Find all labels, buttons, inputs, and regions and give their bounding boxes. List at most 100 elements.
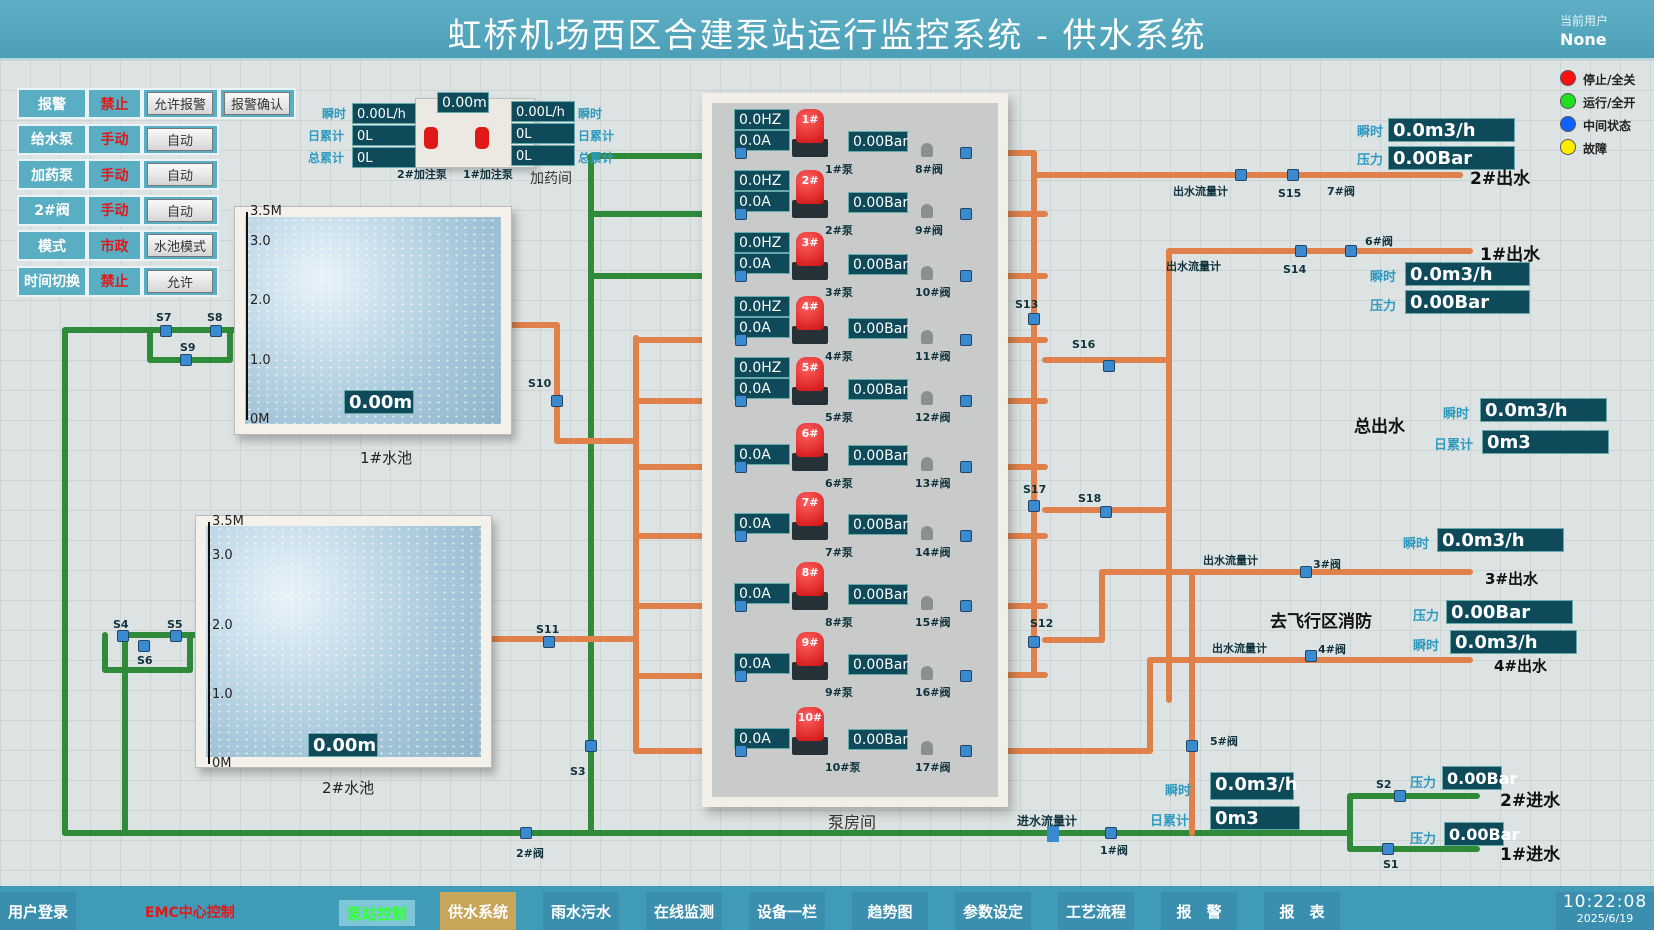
control-button[interactable]: 允许 xyxy=(147,269,213,293)
inlet-valve-icon[interactable] xyxy=(735,395,747,407)
valve-icon[interactable] xyxy=(585,740,597,752)
emc-center-control[interactable]: EMC中心控制 xyxy=(145,905,235,921)
nav-tab[interactable]: 趋势图 xyxy=(852,892,928,930)
valve-icon[interactable] xyxy=(117,630,129,642)
outlet-valve-icon[interactable] xyxy=(960,745,972,757)
outlet-valve-icon[interactable] xyxy=(960,208,972,220)
nav-tab[interactable]: 供水系统 xyxy=(440,892,516,930)
valve-icon[interactable] xyxy=(1394,790,1406,802)
check-valve-icon[interactable] xyxy=(921,143,933,157)
valve-icon[interactable] xyxy=(180,354,192,366)
nav-user-login[interactable]: 用户登录 xyxy=(0,892,76,930)
nav-tab[interactable]: 在线监测 xyxy=(646,892,722,930)
valve-icon[interactable] xyxy=(551,395,563,407)
nav-tab[interactable]: 雨水污水 xyxy=(543,892,619,930)
valve-icon[interactable] xyxy=(1028,636,1040,648)
pump-current: 0.0A xyxy=(734,653,790,674)
pump-8-icon[interactable]: 8# xyxy=(792,562,828,610)
pump-base xyxy=(792,326,828,344)
pool-scale-tick: 3.0 xyxy=(250,233,271,249)
valve-icon[interactable] xyxy=(1103,360,1115,372)
in2-press-value: 0.00Bar xyxy=(1442,766,1517,790)
check-valve-icon[interactable] xyxy=(921,526,933,540)
pump-current: 0.0A xyxy=(734,583,790,604)
pump-1-icon[interactable]: 1# xyxy=(792,109,828,157)
pump-label: 8#泵 xyxy=(825,616,853,629)
valve-icon[interactable] xyxy=(160,325,172,337)
pump-base xyxy=(792,139,828,157)
valve-icon[interactable] xyxy=(1295,245,1307,257)
pump-5-icon[interactable]: 5# xyxy=(792,357,828,405)
control-button[interactable]: 自动 xyxy=(147,127,213,151)
valve-icon[interactable] xyxy=(1287,169,1299,181)
control-button[interactable]: 自动 xyxy=(147,163,213,186)
control-button[interactable]: 报警确认 xyxy=(224,92,290,115)
valve-icon[interactable] xyxy=(1300,566,1312,578)
pump-base xyxy=(792,200,828,218)
check-valve-icon[interactable] xyxy=(921,391,933,405)
valve-icon[interactable] xyxy=(543,636,555,648)
inlet-valve-icon[interactable] xyxy=(735,600,747,612)
pump-2-icon[interactable]: 2# xyxy=(792,170,828,218)
nav-tab[interactable]: 参数设定 xyxy=(955,892,1031,930)
outlet-valve-icon[interactable] xyxy=(960,395,972,407)
valve-icon[interactable] xyxy=(1235,169,1247,181)
pump-10-icon[interactable]: 10# xyxy=(792,707,828,755)
nav-tab[interactable]: 报 警 xyxy=(1161,892,1237,930)
inlet-valve-icon[interactable] xyxy=(735,208,747,220)
valve-icon[interactable] xyxy=(1100,506,1112,518)
check-valve-icon[interactable] xyxy=(921,204,933,218)
outlet-valve-icon[interactable] xyxy=(960,147,972,159)
pump-4-icon[interactable]: 4# xyxy=(792,296,828,344)
valve-icon[interactable] xyxy=(1028,313,1040,325)
outlet-valve-icon[interactable] xyxy=(960,530,972,542)
inlet-valve-icon[interactable] xyxy=(735,745,747,757)
check-valve-icon[interactable] xyxy=(921,596,933,610)
control-state: 手动 xyxy=(87,123,142,155)
inlet-valve-icon[interactable] xyxy=(735,461,747,473)
nav-tab[interactable]: 设备一栏 xyxy=(749,892,825,930)
inlet-valve-icon[interactable] xyxy=(735,670,747,682)
dosing-pump-2-icon[interactable] xyxy=(424,127,438,149)
valve-icon[interactable] xyxy=(170,630,182,642)
control-button[interactable]: 水池模式 xyxy=(147,234,213,257)
control-button[interactable]: 允许报警 xyxy=(147,92,213,115)
check-valve-icon[interactable] xyxy=(921,741,933,755)
inlet-valve-icon[interactable] xyxy=(735,334,747,346)
valve-icon[interactable] xyxy=(1345,245,1357,257)
valve-icon[interactable] xyxy=(1105,827,1117,839)
nav-tab[interactable]: 工艺流程 xyxy=(1058,892,1134,930)
nav-tab[interactable]: 泵站控制 xyxy=(339,900,415,926)
check-valve-icon[interactable] xyxy=(921,330,933,344)
pump-6-icon[interactable]: 6# xyxy=(792,423,828,471)
outlet-valve-icon[interactable] xyxy=(960,670,972,682)
control-state: 市政 xyxy=(87,230,142,261)
check-valve-icon[interactable] xyxy=(921,457,933,471)
valve-icon[interactable] xyxy=(138,640,150,652)
control-button[interactable]: 自动 xyxy=(147,198,213,222)
check-valve-icon[interactable] xyxy=(921,266,933,280)
valve-icon[interactable] xyxy=(1186,740,1198,752)
inlet-day-label: 日累计 xyxy=(1150,814,1190,829)
inlet-valve-icon[interactable] xyxy=(735,530,747,542)
pump-7-icon[interactable]: 7# xyxy=(792,492,828,540)
dosing-pump-1-icon[interactable] xyxy=(475,127,489,149)
outlet-valve-icon[interactable] xyxy=(960,600,972,612)
valve-icon[interactable] xyxy=(1028,500,1040,512)
valve-icon[interactable] xyxy=(210,325,222,337)
outlet-valve-icon[interactable] xyxy=(960,270,972,282)
pump-9-icon[interactable]: 9# xyxy=(792,632,828,680)
pump-base xyxy=(792,387,828,405)
outlet-valve-icon[interactable] xyxy=(960,461,972,473)
nav-tab[interactable]: 报 表 xyxy=(1264,892,1340,930)
valve-label-s14: S14 xyxy=(1283,263,1307,276)
inlet-valve-icon[interactable] xyxy=(735,270,747,282)
valve-icon[interactable] xyxy=(520,827,532,839)
pump-3-icon[interactable]: 3# xyxy=(792,232,828,280)
valve-icon[interactable] xyxy=(1382,843,1394,855)
check-valve-icon[interactable] xyxy=(921,666,933,680)
valve-icon[interactable] xyxy=(1305,650,1317,662)
inlet-valve-icon[interactable] xyxy=(735,147,747,159)
outlet-valve-icon[interactable] xyxy=(960,334,972,346)
